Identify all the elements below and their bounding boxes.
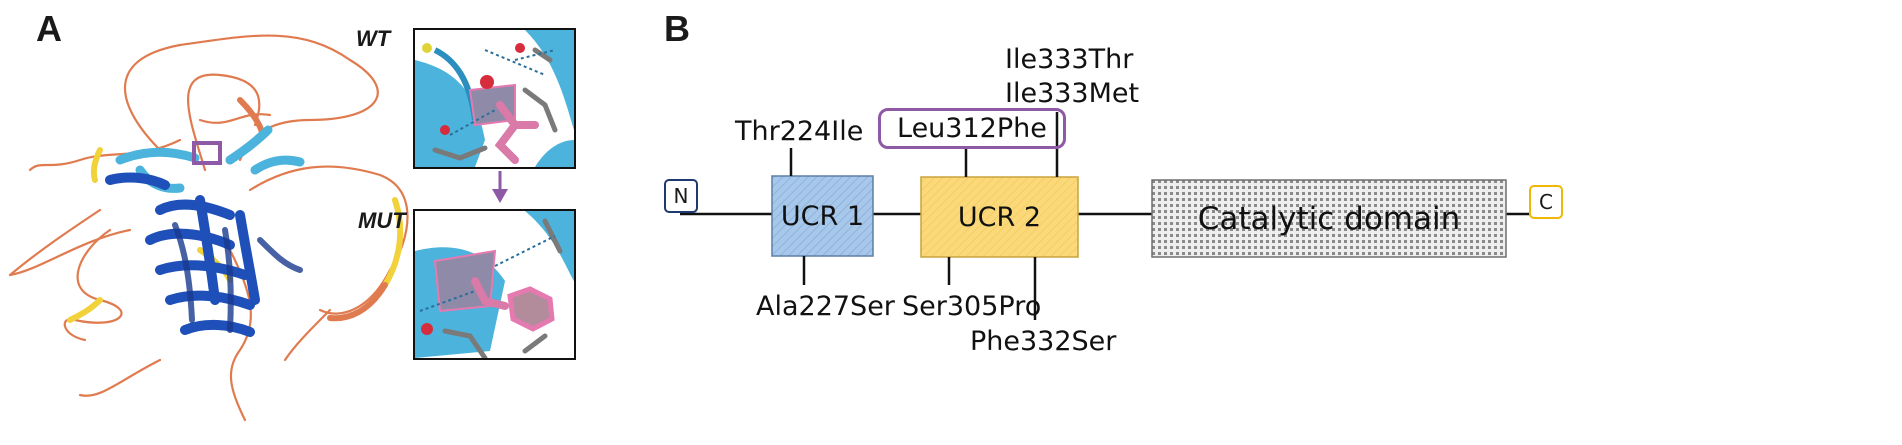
- wt-inset-image: [413, 28, 576, 169]
- ucr1-box: [771, 175, 874, 257]
- mutation-ser305pro: Ser305Pro: [902, 291, 1042, 322]
- ucr2-box: [920, 176, 1079, 258]
- mutation-phe332ser: Phe332Ser: [970, 326, 1117, 357]
- mutation-ile333thr: Ile333Thr: [1005, 44, 1134, 75]
- wt-label: WT: [356, 26, 391, 51]
- c-terminus-marker: C: [1529, 185, 1563, 219]
- mutation-ile333met: Ile333Met: [1005, 78, 1140, 109]
- mut-label: MUT: [358, 208, 406, 233]
- n-terminus-marker: N: [664, 179, 698, 213]
- protein-structure-image: [8, 34, 409, 422]
- mutation-ala227ser: Ala227Ser: [756, 291, 895, 322]
- down-arrow-icon: [492, 171, 508, 203]
- catalytic-domain-label: Catalytic domain: [1197, 200, 1461, 237]
- ucr2-label: UCR 2: [957, 201, 1042, 233]
- highlight-box: [192, 141, 222, 165]
- mutation-thr224ile: Thr224Ile: [735, 116, 864, 147]
- mutation-leu312phe: Leu312Phe: [878, 108, 1066, 149]
- mut-inset-image: [413, 209, 576, 360]
- panel-b-letter: B: [664, 8, 690, 49]
- catalytic-box: [1151, 179, 1507, 258]
- ucr1-label: UCR 1: [780, 200, 865, 232]
- panel-a-letter: A: [36, 8, 62, 49]
